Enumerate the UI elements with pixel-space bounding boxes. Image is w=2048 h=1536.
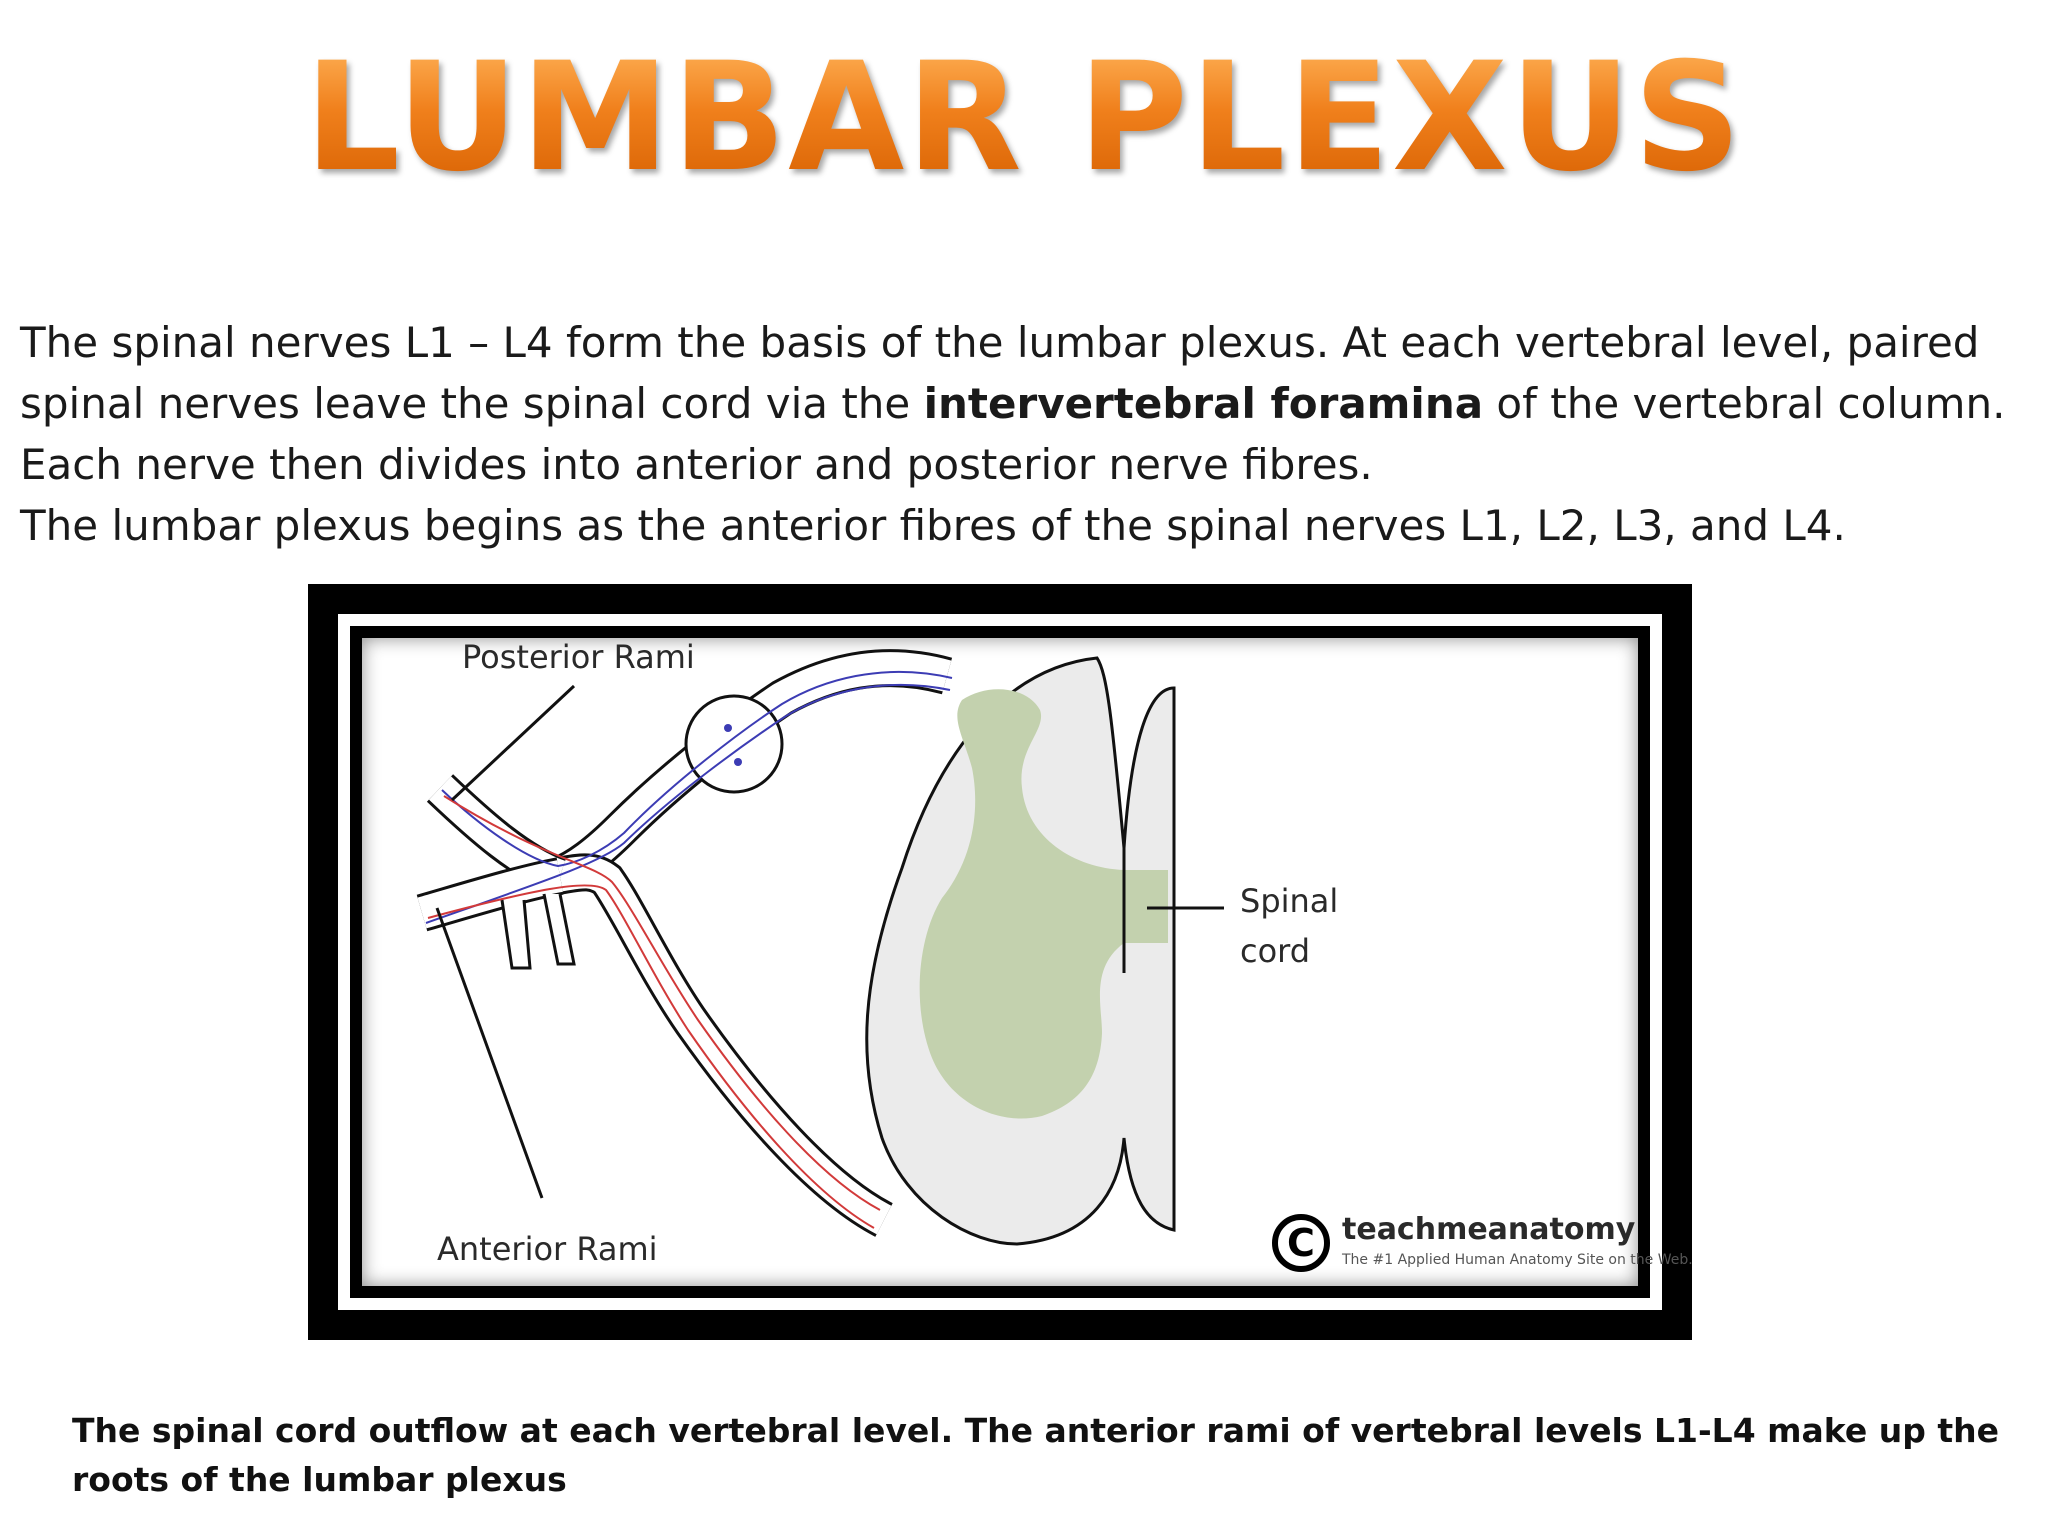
diagram-frame-white-border: Posterior Rami Anterior Rami Spinal cord… <box>338 614 1693 1310</box>
anterior-rami-leader-line <box>435 907 544 1199</box>
ganglion-cell-body-bottom <box>734 758 742 766</box>
slide-title: LUMBAR PLEXUS <box>0 38 2048 198</box>
intro-text-part-2: of the vertebral column. Each nerve then… <box>20 379 2006 489</box>
copyright-icon: C <box>1272 1214 1330 1272</box>
figure-caption: The spinal cord outflow at each vertebra… <box>72 1411 1999 1499</box>
rami-communicantes <box>500 893 576 970</box>
motor-fibre-red-2 <box>427 884 875 1229</box>
spinal-nerve-diagram: Posterior Rami Anterior Rami Spinal cord… <box>362 638 1693 1286</box>
motor-fibre-red <box>443 795 881 1211</box>
spinal-cord-label-line-2: cord <box>1240 932 1311 970</box>
intro-text: The spinal nerves L1 – L4 form the basis… <box>20 312 2040 556</box>
spinal-nerve-trunk <box>416 649 953 1237</box>
nerve-fibres <box>425 670 953 1229</box>
anterior-ramus-branch-inner <box>417 860 563 929</box>
leader-lines <box>435 684 1224 1199</box>
posterior-rami-label: Posterior Rami <box>462 638 695 676</box>
teachmeanatomy-watermark: C teachmeanatomy The #1 Applied Human An… <box>1272 1212 1693 1276</box>
spinal-cord <box>865 656 1176 1246</box>
spinal-cord-grey-matter <box>919 689 1168 1119</box>
diagram-frame-inner-border: Posterior Rami Anterior Rami Spinal cord… <box>350 626 1693 1298</box>
spinal-cord-label-line-1: Spinal <box>1240 882 1339 920</box>
sensory-fibre-blue-2 <box>425 684 951 924</box>
intervertebral-foramina-term: intervertebral foramina <box>923 379 1484 428</box>
brand-tagline: The #1 Applied Human Anatomy Site on the… <box>1342 1252 1693 1268</box>
sensory-fibre-blue <box>441 670 953 868</box>
ganglion-cell-body-top <box>724 724 732 732</box>
intro-text-part-1: The spinal nerves L1 – L4 form the basis… <box>20 318 1980 428</box>
brand-name: teachmeanatomy <box>1342 1212 1636 1247</box>
spinal-nerve-illustration <box>416 649 1224 1246</box>
intro-paragraph-1: The spinal nerves L1 – L4 form the basis… <box>20 312 2040 495</box>
intro-paragraph-2: The lumbar plexus begins as the anterior… <box>20 501 1846 550</box>
ventral-root-inner <box>554 856 892 1235</box>
posterior-rami-leader-line <box>450 684 576 802</box>
diagram-frame: Posterior Rami Anterior Rami Spinal cord… <box>308 584 1693 1340</box>
anterior-rami-label: Anterior Rami <box>437 1230 658 1268</box>
